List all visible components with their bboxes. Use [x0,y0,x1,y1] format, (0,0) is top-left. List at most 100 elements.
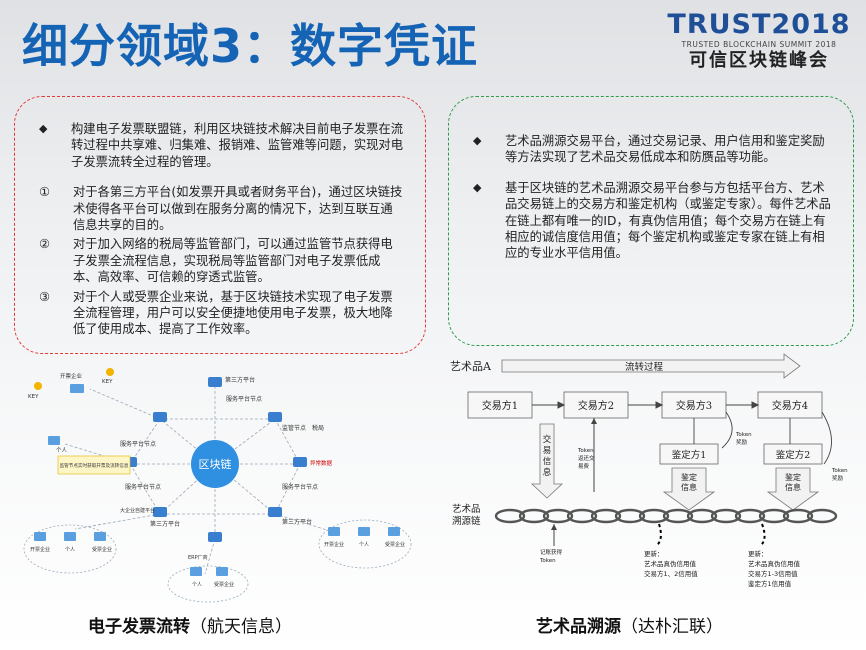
token-return-label: 易费 [578,462,590,470]
appraiser-box [763,443,823,465]
small-label: ERP厂商 [188,554,208,561]
server-node-icon [153,507,167,517]
update-title: 更新： [748,549,768,558]
update-line: 交易方1、2信用值 [644,569,698,578]
right-caption-normal: （达朴汇联） [621,617,723,637]
key-icon [106,368,114,376]
right-caption-bold: 艺术品溯源 [536,617,621,637]
group-label: KEY [28,394,39,400]
node-label: 服务平台节点 [226,395,262,403]
chain-label: 艺术品 [452,503,481,515]
record-token-label: 记账获得 [540,548,563,556]
key-icon [34,382,42,390]
logo-cn-text: 可信区块链峰会 [689,50,829,71]
logo-sub-text: TRUSTED BLOCKCHAIN SUMMIT 2018 [681,40,837,49]
appraise-info-label: 信息 [785,482,801,492]
group-label: 个人 [359,542,369,548]
diamond-bullet-icon: ◆ [473,134,482,147]
user-group-ellipse [318,519,412,569]
token-return-label: 返还交 [578,454,595,462]
node-label: 服务平台节点 [282,483,318,491]
user-group-ellipse [167,565,249,603]
flow-label: 流转过程 [625,361,664,373]
server-node-icon [153,412,167,422]
left-caption-bold: 电子发票流转 [88,617,190,637]
callout-box [57,455,131,475]
node-label: 服务平台节点 [120,440,156,448]
appraiser-box [659,443,719,465]
diamond-bullet-icon: ◆ [39,122,48,135]
trade-info-char: 交 [543,434,552,445]
group-label: 开票企业 [30,546,50,553]
bullet-text: 艺术品溯源交易平台，通过交易记录、用户信用和鉴定奖励等方法实现了艺术品交易低成本… [505,134,825,165]
node-label: 第三方平台 [150,520,180,528]
trader-label: 交易方3 [676,399,712,412]
group-label: 个人 [65,547,75,553]
server-node-icon [268,507,282,517]
token-reward-label: Token [735,432,752,438]
server-node-icon [293,457,307,467]
diamond-bullet-icon: ◆ [473,180,482,194]
chain-label: 溯源链 [452,515,481,527]
left-caption: 电子发票流转（航天信息） [88,612,292,637]
item-number: ① [39,185,51,200]
node-label: 第三方平台 [282,518,312,526]
trader-label: 交易方1 [482,399,518,412]
numbered-item: ③ 对于个人或受票企业来说，基于区块链技术实现了电子发票全流程管理，用户可以安全… [39,289,405,338]
blockchain-hub-icon [191,440,239,488]
update-line: 鉴定方1信用值 [748,579,792,588]
small-label: 大企业自建平台 [120,507,155,514]
item-text: 对于各第三方平台(如发票开具或者财务平台)，通过区块链技术使得各平台可以做到在服… [73,185,403,233]
appraise-info-label: 信息 [681,482,697,492]
invoice-text-box: ◆ 构建电子发票联盟链，利用区块链技术解决目前电子发票在流转过程中共享难、归集难… [14,96,426,354]
group-label: KEY [102,379,113,385]
node-label: 服务平台节点 [125,483,161,491]
trade-info-char: 信 [543,456,552,467]
token-return-label: Token [577,448,594,454]
group-label: 开票企业 [60,372,83,380]
left-caption-normal: （航天信息） [190,617,292,637]
server-node-icon [208,532,222,542]
trader-box [757,391,823,419]
page-title: 细分领域3：数字凭证 [22,19,479,73]
node-label: 第三方平台 [225,376,255,384]
bullet-text: 基于区块链的艺术品溯源交易平台参与方包括平台方、艺术品交易链上的交易方和鉴定机构… [505,180,831,261]
update-title: 更新： [644,549,664,558]
bullet-text: 构建电子发票联盟链，利用区块链技术解决目前电子发票在流转过程中共享难、归集难、报… [71,122,404,169]
flow-arrow [501,353,801,379]
invoice-network-diagram: 区块链 第三方平台 服务平台节点 监管节点 税局 服务平台节点 服务平台节点 服… [23,368,412,603]
group-label: 个人 [192,582,202,588]
item-number: ③ [39,289,51,304]
update-line: 交易方1-3信用值 [748,569,798,578]
art-provenance-diagram: 艺术品A 流转过程 交易方1 交易方2 交易方3 交易方4 交 易 信 息 To… [450,353,848,588]
user-group-ellipse [23,524,117,574]
record-token-label: Token [539,558,556,564]
art-label: 艺术品A [450,360,492,373]
numbered-item: ② 对于加入网络的税局等监管部门，可以通过监管节点获得电子发票全流程信息，实现税… [39,236,405,285]
node-label: 监管节点 [282,424,306,432]
summit-logo: TRUST2018 TRUSTED BLOCKCHAIN SUMMIT 2018… [664,10,854,73]
alert-label: 异常数据 [310,459,333,467]
appraise-info-label: 鉴定 [785,472,801,482]
token-reward-label: 奖励 [832,474,844,482]
group-label: 个人 [56,447,68,454]
bullet-point: ◆ 艺术品溯源交易平台，通过交易记录、用户信用和鉴定奖励等方法实现了艺术品交易低… [473,133,831,166]
token-reward-label: Token [831,468,848,474]
logo-main-text: TRUST2018 [667,9,851,40]
item-text: 对于加入网络的税局等监管部门，可以通过监管节点获得电子发票全流程信息，实现税局等… [73,237,393,285]
group-label: 受票企业 [385,541,405,548]
server-node-icon [268,412,282,422]
bullet-point: ◆ 基于区块链的艺术品溯源交易平台参与方包括平台方、艺术品交易链上的交易方和鉴定… [473,180,831,262]
group-label: 受票企业 [92,546,112,553]
appraiser-label: 鉴定方1 [672,449,707,461]
appraise-info-label: 鉴定 [681,472,697,482]
trade-info-char: 易 [543,446,552,456]
group-label: 开票企业 [324,541,344,548]
chain-links-icon [494,508,838,524]
trade-info-char: 息 [543,467,552,478]
appraise-info-arrow [766,467,820,511]
trader-label: 交易方2 [578,399,614,412]
item-text: 对于个人或受票企业来说，基于区块链技术实现了电子发票全流程管理，用户可以安全便捷… [73,289,393,337]
right-caption: 艺术品溯源（达朴汇联） [536,612,723,637]
bullet-point: ◆ 构建电子发票联盟链，利用区块链技术解决目前电子发票在流转过程中共享难、归集难… [39,121,405,170]
